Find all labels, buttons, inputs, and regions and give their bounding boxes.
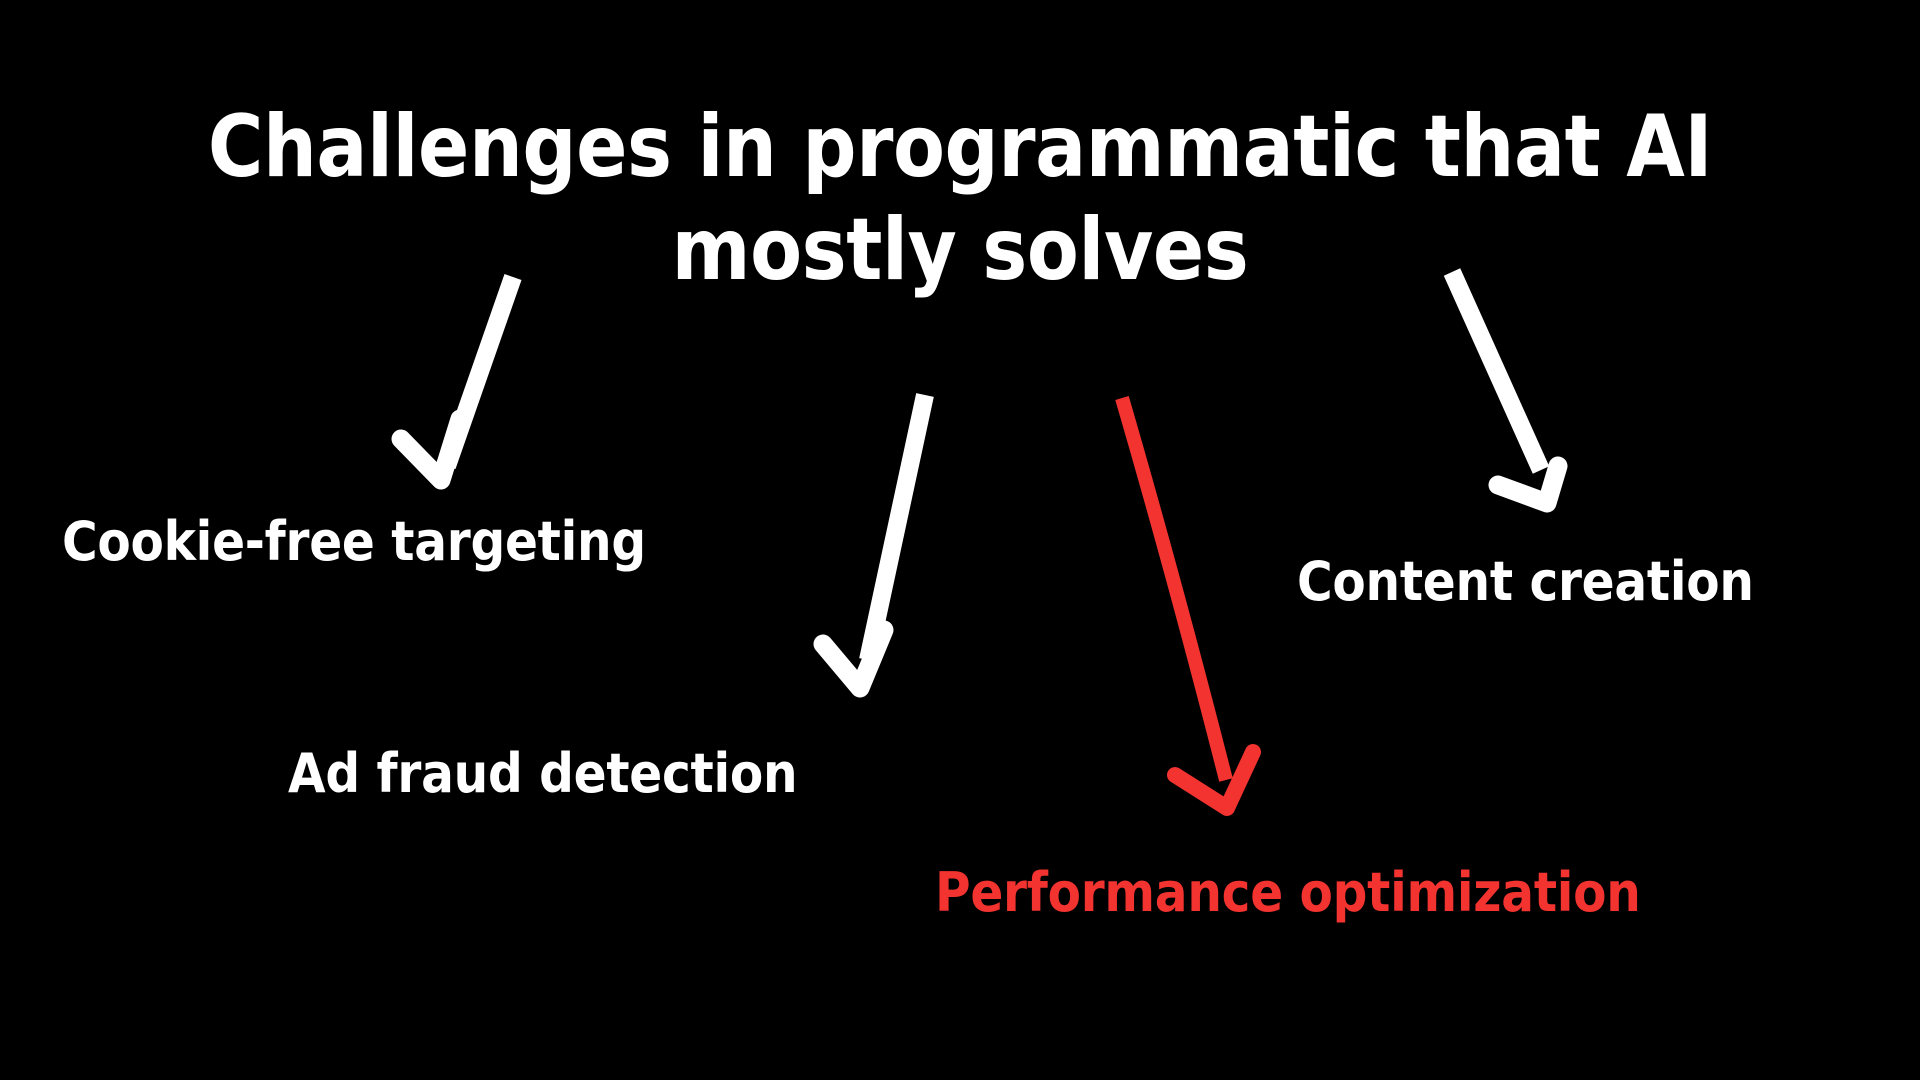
label-cookie-free-targeting: Cookie-free targeting xyxy=(62,510,646,573)
label-performance-optimization: Performance optimization xyxy=(935,861,1641,924)
arrow-to-ad-fraud-detection-icon xyxy=(813,393,934,698)
label-ad-fraud-detection: Ad fraud detection xyxy=(288,742,798,805)
page-title: Challenges in programmatic that AI mostl… xyxy=(207,97,1713,301)
arrow-to-cookie-free-targeting-icon xyxy=(391,274,522,490)
label-content-creation: Content creation xyxy=(1297,550,1754,613)
arrow-to-performance-optimization-icon xyxy=(1115,396,1261,816)
arrow-to-content-creation-icon xyxy=(1443,268,1568,513)
